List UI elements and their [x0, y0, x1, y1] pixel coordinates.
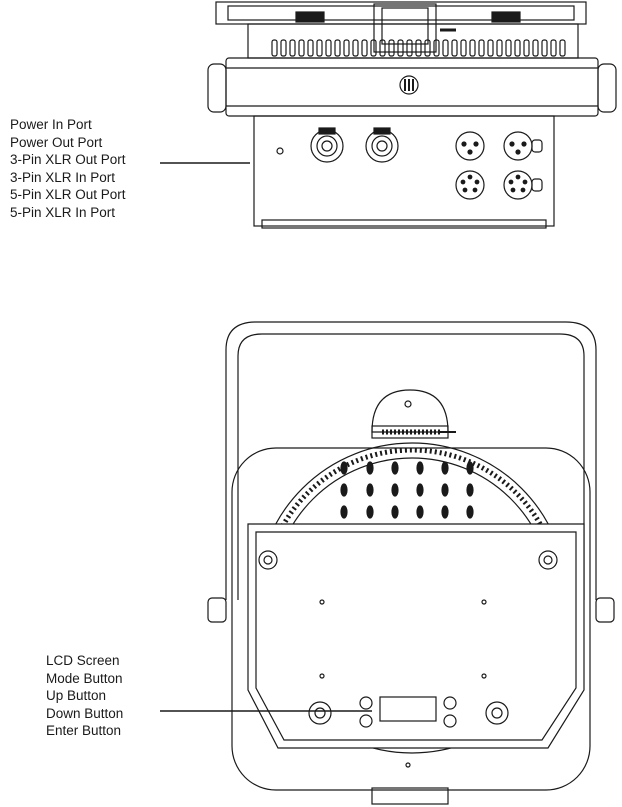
- heatsink-fins: [271, 39, 566, 57]
- control-panel-callout-list: LCD Screen Mode Button Up Button Down Bu…: [46, 652, 123, 740]
- vent-slots: [340, 461, 474, 519]
- yoke-clamp: [373, 3, 437, 53]
- panel-screw-icon: [258, 550, 278, 570]
- rear-panel-callout-list: Power In Port Power Out Port 3-Pin XLR O…: [10, 116, 126, 221]
- enter-button[interactable]: [443, 714, 457, 728]
- lcd-screen-label: LCD Screen: [46, 653, 120, 668]
- down-button[interactable]: [443, 696, 457, 710]
- center-screw-icon: [399, 75, 419, 95]
- up-button[interactable]: [359, 714, 373, 728]
- power-out-port-label: Power Out Port: [10, 134, 103, 150]
- bottom-foot: [371, 787, 449, 805]
- power-in-port-label: Power In Port: [10, 117, 92, 132]
- xlr3-in-port-icon: [503, 131, 543, 161]
- mode-button[interactable]: [359, 696, 373, 710]
- right-yoke-knob-icon: [595, 597, 615, 623]
- front-view-drawing: [160, 321, 615, 805]
- power-out-port-icon: [365, 127, 399, 163]
- rear-view-drawing: [160, 1, 617, 229]
- tilt-knob-icon: [295, 11, 325, 23]
- xlr3-out-port-label: 3-Pin XLR Out Port: [10, 152, 126, 167]
- lcd-screen: [379, 696, 437, 722]
- xlr3-in-port-label: 3-Pin XLR In Port: [10, 169, 116, 185]
- bracket-clamp: [371, 389, 449, 433]
- control-panel-plate: [247, 523, 585, 749]
- yoke-arm: [225, 321, 597, 600]
- tilt-knob-icon: [491, 11, 521, 23]
- xlr5-in-port-label: 5-Pin XLR In Port: [10, 204, 116, 220]
- panel-screw-icon: [276, 147, 284, 155]
- panel-screw-icon: [308, 701, 332, 725]
- xlr5-in-port-icon: [503, 170, 543, 200]
- xlr5-out-port-icon: [455, 170, 485, 200]
- up-button-label: Up Button: [46, 688, 107, 703]
- enter-button-label: Enter Button: [46, 723, 122, 738]
- xlr3-out-port-icon: [455, 131, 485, 161]
- left-yoke-knob-icon: [207, 63, 227, 113]
- right-yoke-knob-icon: [597, 63, 617, 113]
- panel-screw-icon: [538, 550, 558, 570]
- rear-connector-panel: [253, 115, 555, 227]
- mode-button-label: Mode Button: [46, 670, 123, 686]
- left-yoke-knob-icon: [207, 597, 227, 623]
- panel-screw-icon: [485, 701, 509, 725]
- power-in-port-icon: [310, 127, 344, 163]
- down-button-label: Down Button: [46, 705, 124, 721]
- yoke-bracket: [215, 1, 587, 25]
- xlr5-out-port-label: 5-Pin XLR Out Port: [10, 187, 126, 202]
